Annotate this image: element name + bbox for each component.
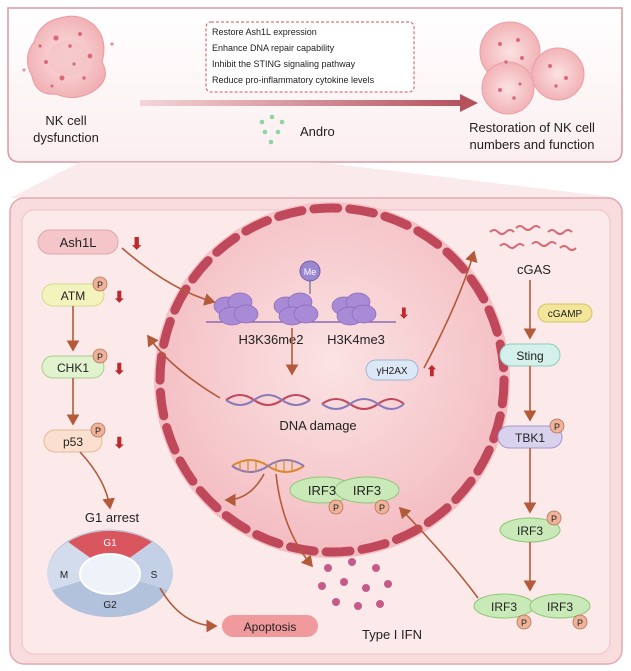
- p53-label: p53: [63, 435, 83, 449]
- p53-node: p53 P: [43, 422, 106, 453]
- phospho-icon: [328, 499, 344, 515]
- chk1-node: CHK1 P: [41, 348, 108, 379]
- chk1-down-arrow-icon: ⬇: [113, 361, 126, 378]
- svg-text:P: P: [521, 618, 527, 628]
- irf3-label: IRF3: [517, 524, 543, 538]
- apoptosis-label: Apoptosis: [244, 620, 297, 634]
- ash1l-down-arrow-icon: ⬇: [130, 236, 143, 253]
- g1-phase-label: G1: [103, 538, 117, 549]
- apoptosis-node: Apoptosis: [222, 615, 318, 637]
- g2-phase-label: G2: [103, 600, 117, 611]
- effect-3: Inhibit the STING signaling pathway: [212, 59, 356, 69]
- gh2ax-label: γH2AX: [376, 366, 407, 377]
- histone-complex: Me: [206, 260, 396, 326]
- sting-label: Sting: [516, 349, 543, 363]
- irf3-dimer-node: IRF3 IRF3 P P: [473, 593, 591, 630]
- svg-text:P: P: [379, 503, 385, 513]
- tbk1-node: TBK1 P: [497, 418, 565, 449]
- svg-text:P: P: [95, 426, 101, 436]
- svg-text:P: P: [577, 618, 583, 628]
- chk1-label: CHK1: [57, 361, 89, 375]
- left-label-line2: dysfunction: [33, 130, 99, 145]
- andro-dots-icon: [259, 114, 285, 145]
- drug-label: Andro: [300, 124, 335, 139]
- type1-ifn-label: Type I IFN: [362, 627, 422, 642]
- nucleus: [154, 202, 510, 558]
- atm-down-arrow-icon: ⬇: [113, 289, 126, 306]
- right-label-line2: numbers and function: [469, 137, 594, 152]
- effects-box: [205, 21, 415, 93]
- phospho-icon: [374, 499, 390, 515]
- atm-node: ATM P: [41, 276, 108, 307]
- h3k36me2-label: H3K36me2: [238, 332, 303, 347]
- svg-text:P: P: [551, 514, 557, 524]
- tbk1-label: TBK1: [515, 431, 545, 445]
- s-phase-label: S: [151, 570, 158, 581]
- irf3-dimer-b-label: IRF3: [547, 600, 573, 614]
- h3k4me3-label: H3K4me3: [327, 332, 385, 347]
- svg-text:P: P: [97, 280, 103, 290]
- atm-label: ATM: [61, 289, 85, 303]
- ifn-dots-icon: [318, 558, 392, 610]
- dna-damage-label: DNA damage: [279, 418, 356, 433]
- phospho-icon: [92, 276, 108, 292]
- irf3-nuclear-b-label: IRF3: [353, 483, 381, 498]
- treatment-arrow: [140, 94, 478, 112]
- top-panel: NK cell dysfunction Restore Ash1L expres…: [7, 7, 623, 198]
- healthy-nk-cells-icon: [479, 21, 585, 115]
- right-label-line1: Restoration of NK cell: [469, 120, 595, 135]
- effect-4: Reduce pro-inflammatory cytokine levels: [212, 75, 375, 85]
- phospho-icon: [90, 422, 106, 438]
- histone-down-arrow-icon: ⬇: [398, 305, 410, 321]
- irf3-node: IRF3 P: [499, 510, 562, 543]
- gh2ax-up-arrow-icon: ⬆: [426, 363, 438, 379]
- svg-text:P: P: [333, 503, 339, 513]
- phospho-icon: [516, 614, 532, 630]
- effect-2: Enhance DNA repair capability: [212, 43, 335, 53]
- dna-ladder-icon: [231, 459, 305, 473]
- cgamp-label: cGAMP: [548, 309, 583, 320]
- m-phase-label: M: [60, 570, 68, 581]
- cell-cycle-wheel: G1 S G2 M: [47, 529, 173, 618]
- cgas-squiggles-icon: [489, 225, 577, 251]
- irf3-nuclear-a-label: IRF3: [308, 483, 336, 498]
- g1-arrest-label: G1 arrest: [85, 510, 140, 525]
- p53-down-arrow-icon: ⬇: [113, 435, 126, 452]
- gh2ax-node: γH2AX: [365, 359, 419, 381]
- phospho-icon: [572, 614, 588, 630]
- ash1l-label: Ash1L: [60, 235, 97, 250]
- irf3-dimer-a-label: IRF3: [491, 600, 517, 614]
- dna-helix-icon: [225, 394, 405, 410]
- ash1l-node: Ash1L: [37, 229, 119, 255]
- phospho-icon: [549, 418, 565, 434]
- methyl-group-icon: [299, 260, 321, 282]
- svg-text:P: P: [97, 352, 103, 362]
- left-label-line1: NK cell: [45, 113, 86, 128]
- effect-1: Restore Ash1L expression: [212, 27, 317, 37]
- pathway-arrows: [66, 247, 537, 633]
- me-label: Me: [304, 267, 317, 277]
- svg-text:P: P: [554, 422, 560, 432]
- sting-node: Sting: [499, 343, 561, 367]
- cgas-label: cGAS: [517, 262, 551, 277]
- phospho-icon: [546, 510, 562, 526]
- phospho-icon: [92, 348, 108, 364]
- dysfunctional-nk-cell-icon: [22, 15, 114, 99]
- cgamp-node: cGAMP: [537, 303, 593, 323]
- irf3-nuclear-dimer: IRF3 IRF3 P P: [289, 476, 400, 515]
